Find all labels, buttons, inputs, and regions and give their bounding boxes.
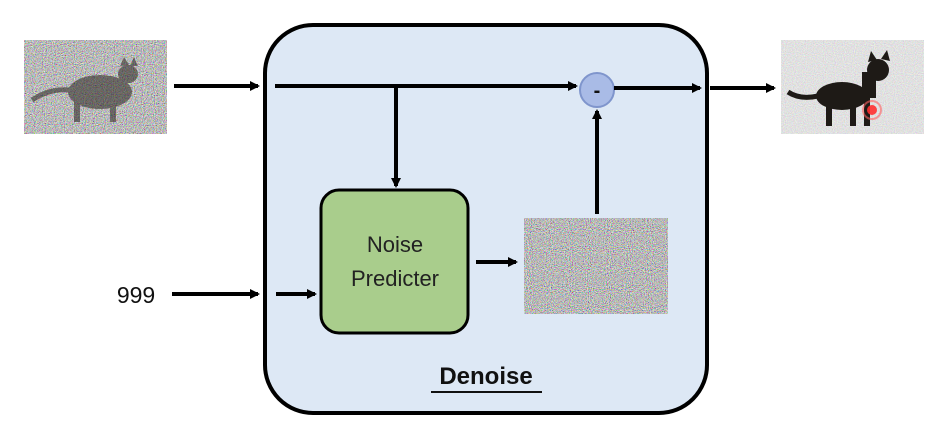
step-number-label: 999: [117, 282, 155, 308]
noise-predicter-label-line1: Noise: [367, 232, 423, 257]
less-noisy-cat-image-icon: [781, 40, 924, 134]
predicted-noise-image-icon: [524, 218, 668, 314]
noisy-cat-image-icon: [24, 40, 167, 134]
subtract-symbol: -: [594, 80, 601, 102]
denoise-label: Denoise: [439, 363, 532, 390]
noise-predicter-label-line2: Predicter: [351, 266, 439, 291]
noise-predicter-box: [319, 188, 470, 335]
